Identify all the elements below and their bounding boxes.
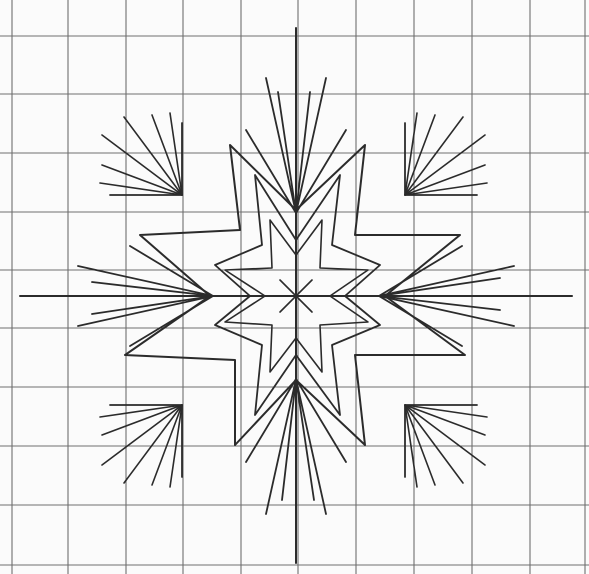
snowflake-motif bbox=[20, 28, 572, 563]
star-ray bbox=[379, 296, 514, 326]
star-ray bbox=[296, 78, 326, 213]
star-ray bbox=[92, 296, 213, 314]
corner-fan-ray bbox=[170, 113, 182, 195]
star-ray bbox=[78, 296, 213, 326]
star-ray bbox=[379, 246, 462, 296]
corner-fan-ray bbox=[405, 113, 417, 195]
star-ray bbox=[266, 78, 296, 213]
star-ray bbox=[296, 379, 314, 500]
